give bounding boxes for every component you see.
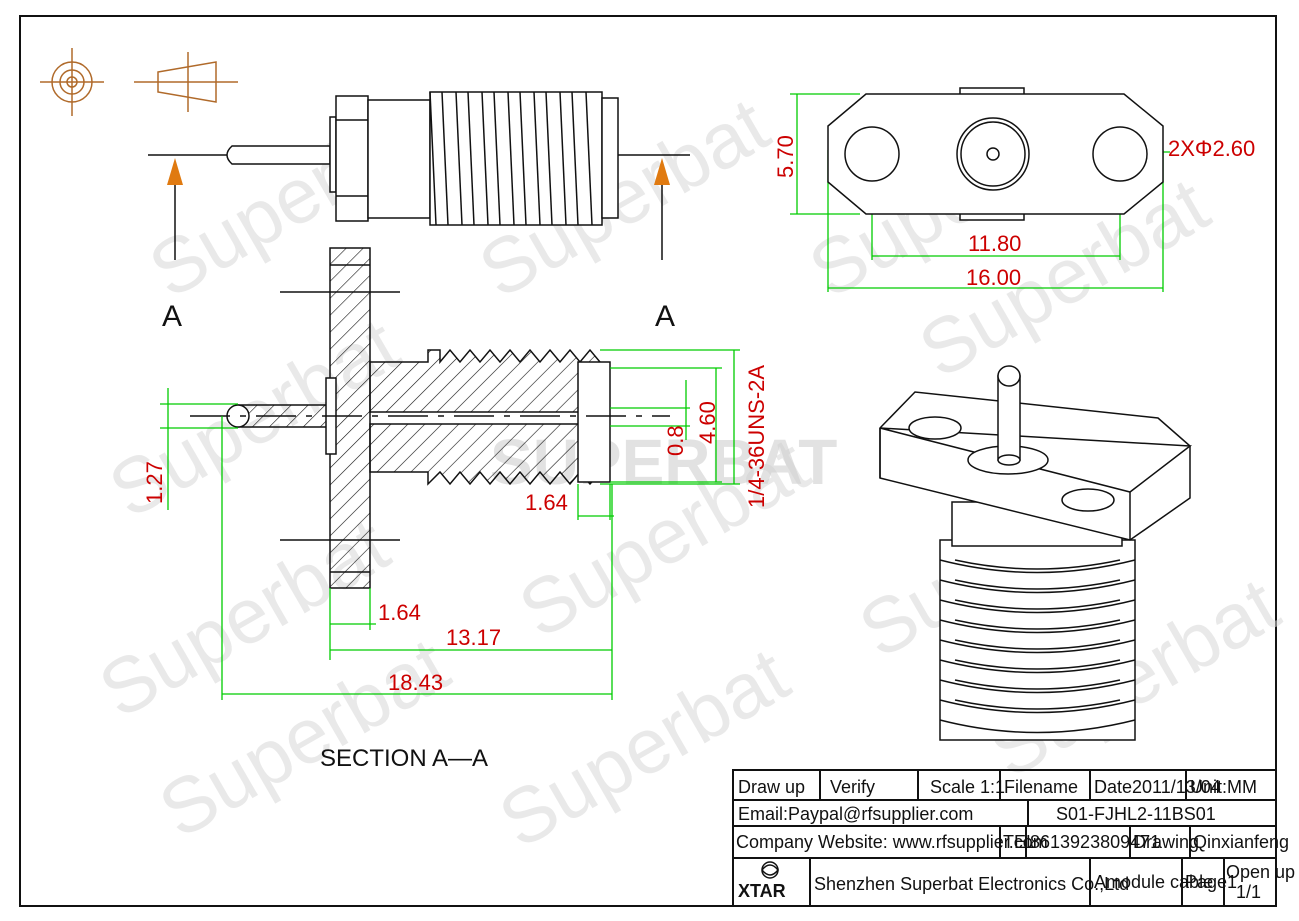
dim-length-18-43: 18.43 xyxy=(388,670,443,695)
dim-pin-1-27: 1.27 xyxy=(142,461,167,504)
tb-open-up-value: 1/1 xyxy=(1236,882,1261,902)
title-block: Draw up Verify Scale 1:1 Filename Date20… xyxy=(732,769,1295,907)
tb-page: Page1 xyxy=(1185,872,1237,892)
tb-email: Email:Paypal@rfsupplier.com xyxy=(738,804,973,824)
tb-verify: Verify xyxy=(830,777,875,797)
tb-filename: S01-FJHL2-11BS01 xyxy=(1056,804,1216,824)
dim-bore-4-60: 4.60 xyxy=(695,401,720,444)
dim-height-5-70: 5.70 xyxy=(773,135,798,178)
dim-spacing-11-80: 11.80 xyxy=(968,231,1021,256)
section-markers: A A xyxy=(162,158,675,333)
tb-company: Shenzhen Superbat Electronics Co.,Ltd xyxy=(814,874,1129,894)
isometric-view xyxy=(879,365,1193,741)
dim-thread: 1/4-36UNS-2A xyxy=(744,365,769,508)
tb-tel-label: TEL xyxy=(1003,832,1036,852)
section-view xyxy=(190,247,670,589)
tb-logo-text: XTAR xyxy=(738,881,786,901)
dimension-labels: 5.70 2XΦ2.60 11.80 16.00 1/4-36UNS-2A 4.… xyxy=(142,135,1255,695)
section-caption: SECTION A—A xyxy=(320,745,488,772)
sheet-border xyxy=(19,15,1277,907)
xtar-logo-icon xyxy=(761,861,779,879)
side-view xyxy=(148,91,690,226)
tb-unit: Unit:MM xyxy=(1190,777,1257,797)
watermark-10: Superbat xyxy=(485,630,803,865)
thread-lines xyxy=(429,91,593,226)
tb-open-up: Open up xyxy=(1226,862,1295,882)
tb-drawer: Qinxianfeng xyxy=(1193,832,1289,852)
dim-length-13-17: 13.17 xyxy=(446,625,501,650)
tb-date: Date2011/13/04 xyxy=(1094,777,1221,797)
tb-product: Amodule cable xyxy=(1094,872,1213,892)
flange-top-view xyxy=(827,87,1164,221)
projection-symbol xyxy=(40,48,238,116)
tb-tel: 8613923809471 xyxy=(1030,832,1160,852)
section-marker-right: A xyxy=(655,300,675,333)
dim-holes: 2XΦ2.60 xyxy=(1168,136,1255,161)
dim-flange-1-64: 1.64 xyxy=(378,600,421,625)
tb-filename-label: Filename xyxy=(1004,777,1078,797)
dim-pin-0-8: 0.8 xyxy=(663,425,688,456)
iso-thread-body xyxy=(939,539,1136,741)
dim-face-1-64: 1.64 xyxy=(525,490,568,515)
section-marker-left: A xyxy=(162,300,182,333)
dim-width-16-00: 16.00 xyxy=(966,265,1021,290)
tb-scale: Scale 1:1 xyxy=(930,777,1005,797)
tb-website: Company Website: www.rfsupplier.com xyxy=(736,832,1048,852)
tb-drawing-label: Drawing xyxy=(1133,832,1199,852)
tb-draw-up: Draw up xyxy=(738,777,805,797)
